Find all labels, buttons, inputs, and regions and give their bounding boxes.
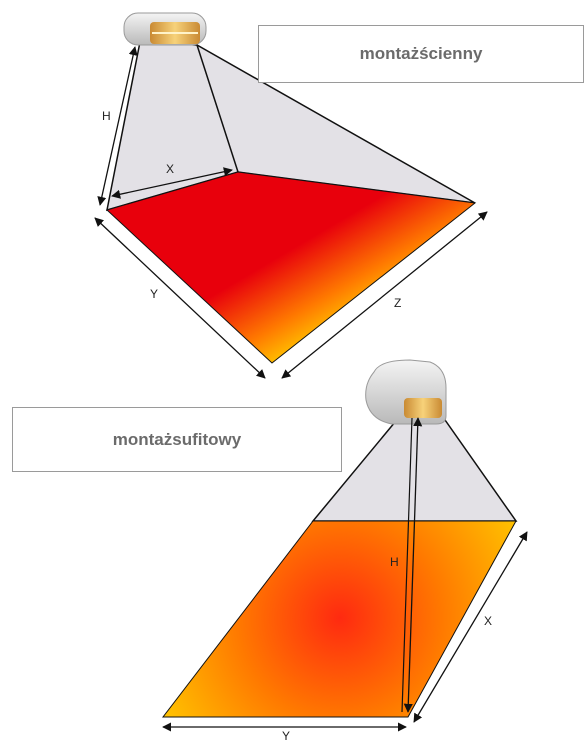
wall-heated-area xyxy=(106,171,477,364)
ceiling-dim-x-line xyxy=(413,531,528,723)
ceiling-dim-h-label: H xyxy=(390,555,399,569)
wall-mount-scene: H X Y Z xyxy=(94,12,488,379)
wall-dim-x-line xyxy=(111,167,233,199)
wall-mount-label: montażścienny xyxy=(258,25,584,83)
wall-heater-icon xyxy=(123,12,207,46)
ceiling-heater-icon xyxy=(365,359,447,425)
ceiling-heated-area xyxy=(161,520,517,718)
ceiling-dim-y-label: Y xyxy=(282,729,290,742)
ceiling-dim-h-line xyxy=(403,417,423,713)
wall-dim-y-line xyxy=(94,217,266,379)
wall-dim-x-label: X xyxy=(166,162,174,176)
wall-dim-y-label: Y xyxy=(150,287,158,301)
ceiling-mount-scene: H X Y xyxy=(161,359,528,742)
ceiling-mount-label: montażsufitowy xyxy=(12,407,342,472)
wall-dim-z-label: Z xyxy=(394,296,401,310)
wall-dim-z-line xyxy=(281,211,488,379)
ceiling-dim-x-label: X xyxy=(484,614,492,628)
wall-dim-h-label: H xyxy=(102,109,111,123)
wall-dim-h-line xyxy=(97,46,138,206)
